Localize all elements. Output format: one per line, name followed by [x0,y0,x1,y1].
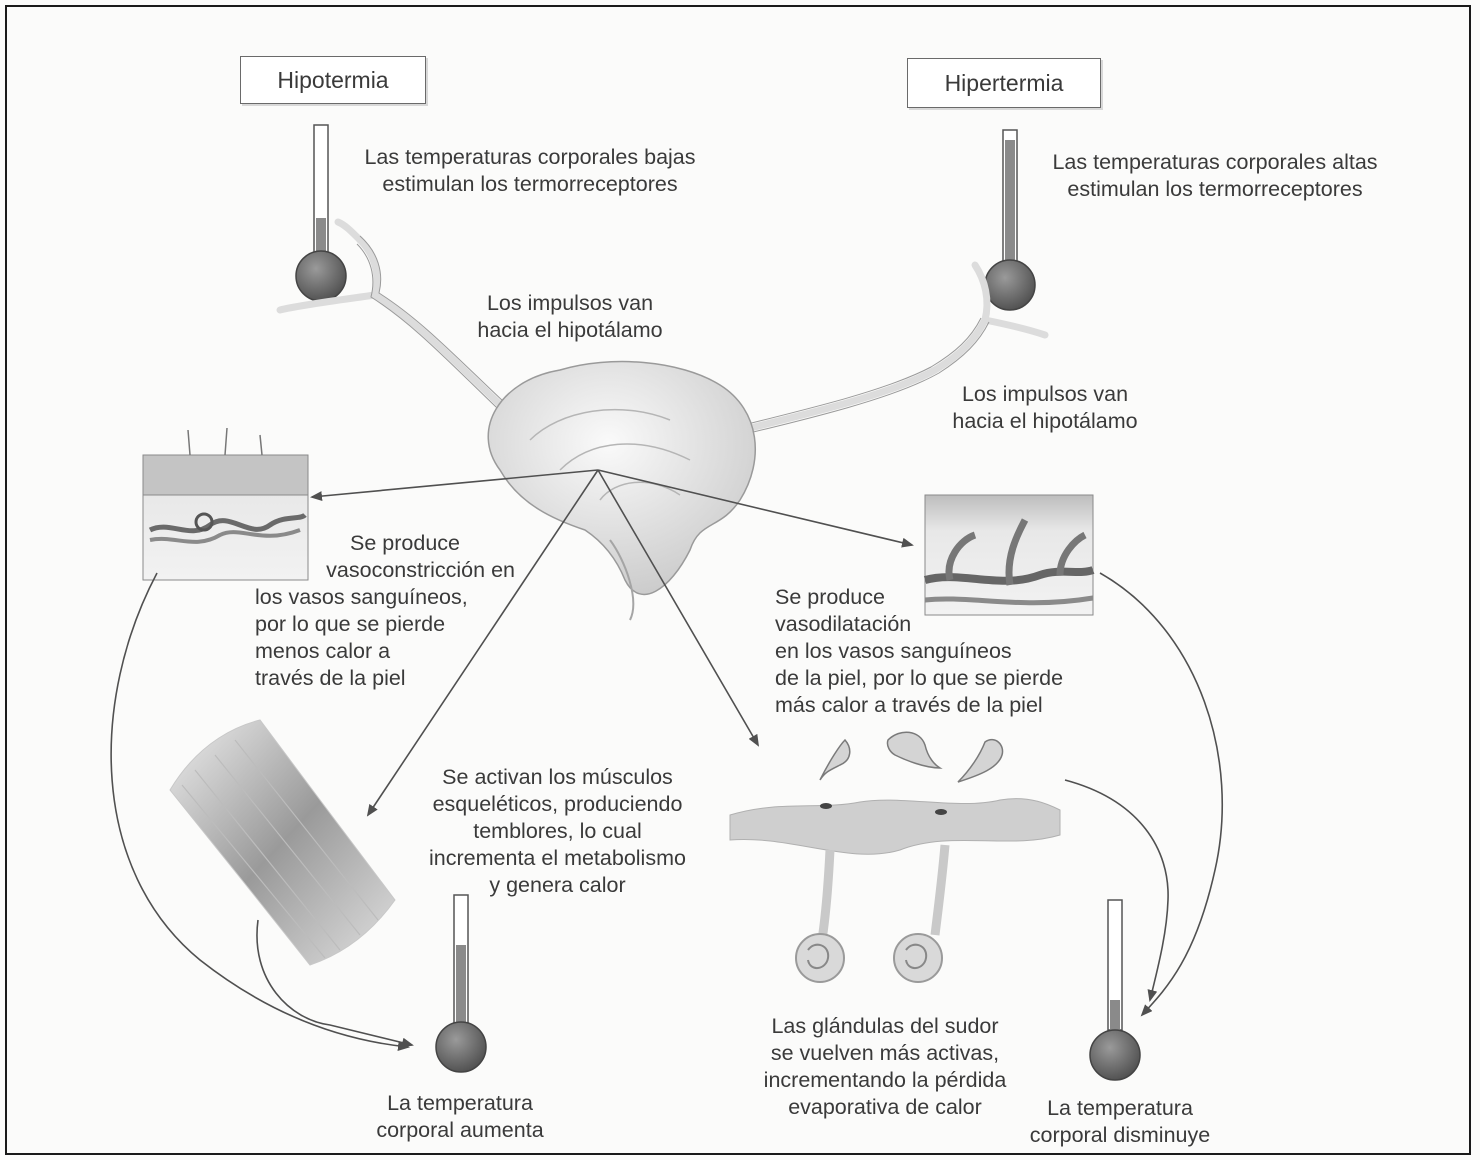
hyperthermia-impulses-label: Los impulsos van hacia el hipotálamo [930,381,1160,435]
hypothermia-title-box: Hipotermia [240,56,426,104]
sweat-droplets-icon [820,732,1003,782]
hypothermia-title: Hipotermia [277,67,388,94]
temperature-falls-label: La temperatura corporal disminuye [1010,1095,1230,1149]
muscle-activation-label: Se activan los músculos esqueléticos, pr… [405,764,710,899]
brain-hypothalamus-icon [488,362,755,620]
skeletal-muscle-icon [170,720,395,965]
hypothermia-impulses-label: Los impulsos van hacia el hipotálamo [455,290,685,344]
thermometer-falling-icon [1090,900,1140,1080]
hyperthermia-stimulus-label: Las temperaturas corporales altas estimu… [1030,149,1400,203]
thermometer-rising-icon [436,895,486,1072]
thermometer-high-icon [985,130,1035,310]
temperature-rises-label: La temperatura corporal aumenta [355,1090,565,1144]
vasoconstriction-label: Se produce vasoconstricción en los vasos… [255,530,515,692]
hypothermia-stimulus-label: Las temperaturas corporales bajas estimu… [340,144,720,198]
thermometer-low-icon [296,125,346,301]
vasodilation-label: Se produce vasodilatación en los vasos s… [775,584,1105,719]
sweat-glands-icon [730,799,1060,982]
hyperthermia-title: Hipertermia [945,70,1064,97]
hyperthermia-title-box: Hipertermia [907,58,1101,108]
sweat-glands-label: Las glándulas del sudor se vuelven más a… [730,1013,1040,1121]
